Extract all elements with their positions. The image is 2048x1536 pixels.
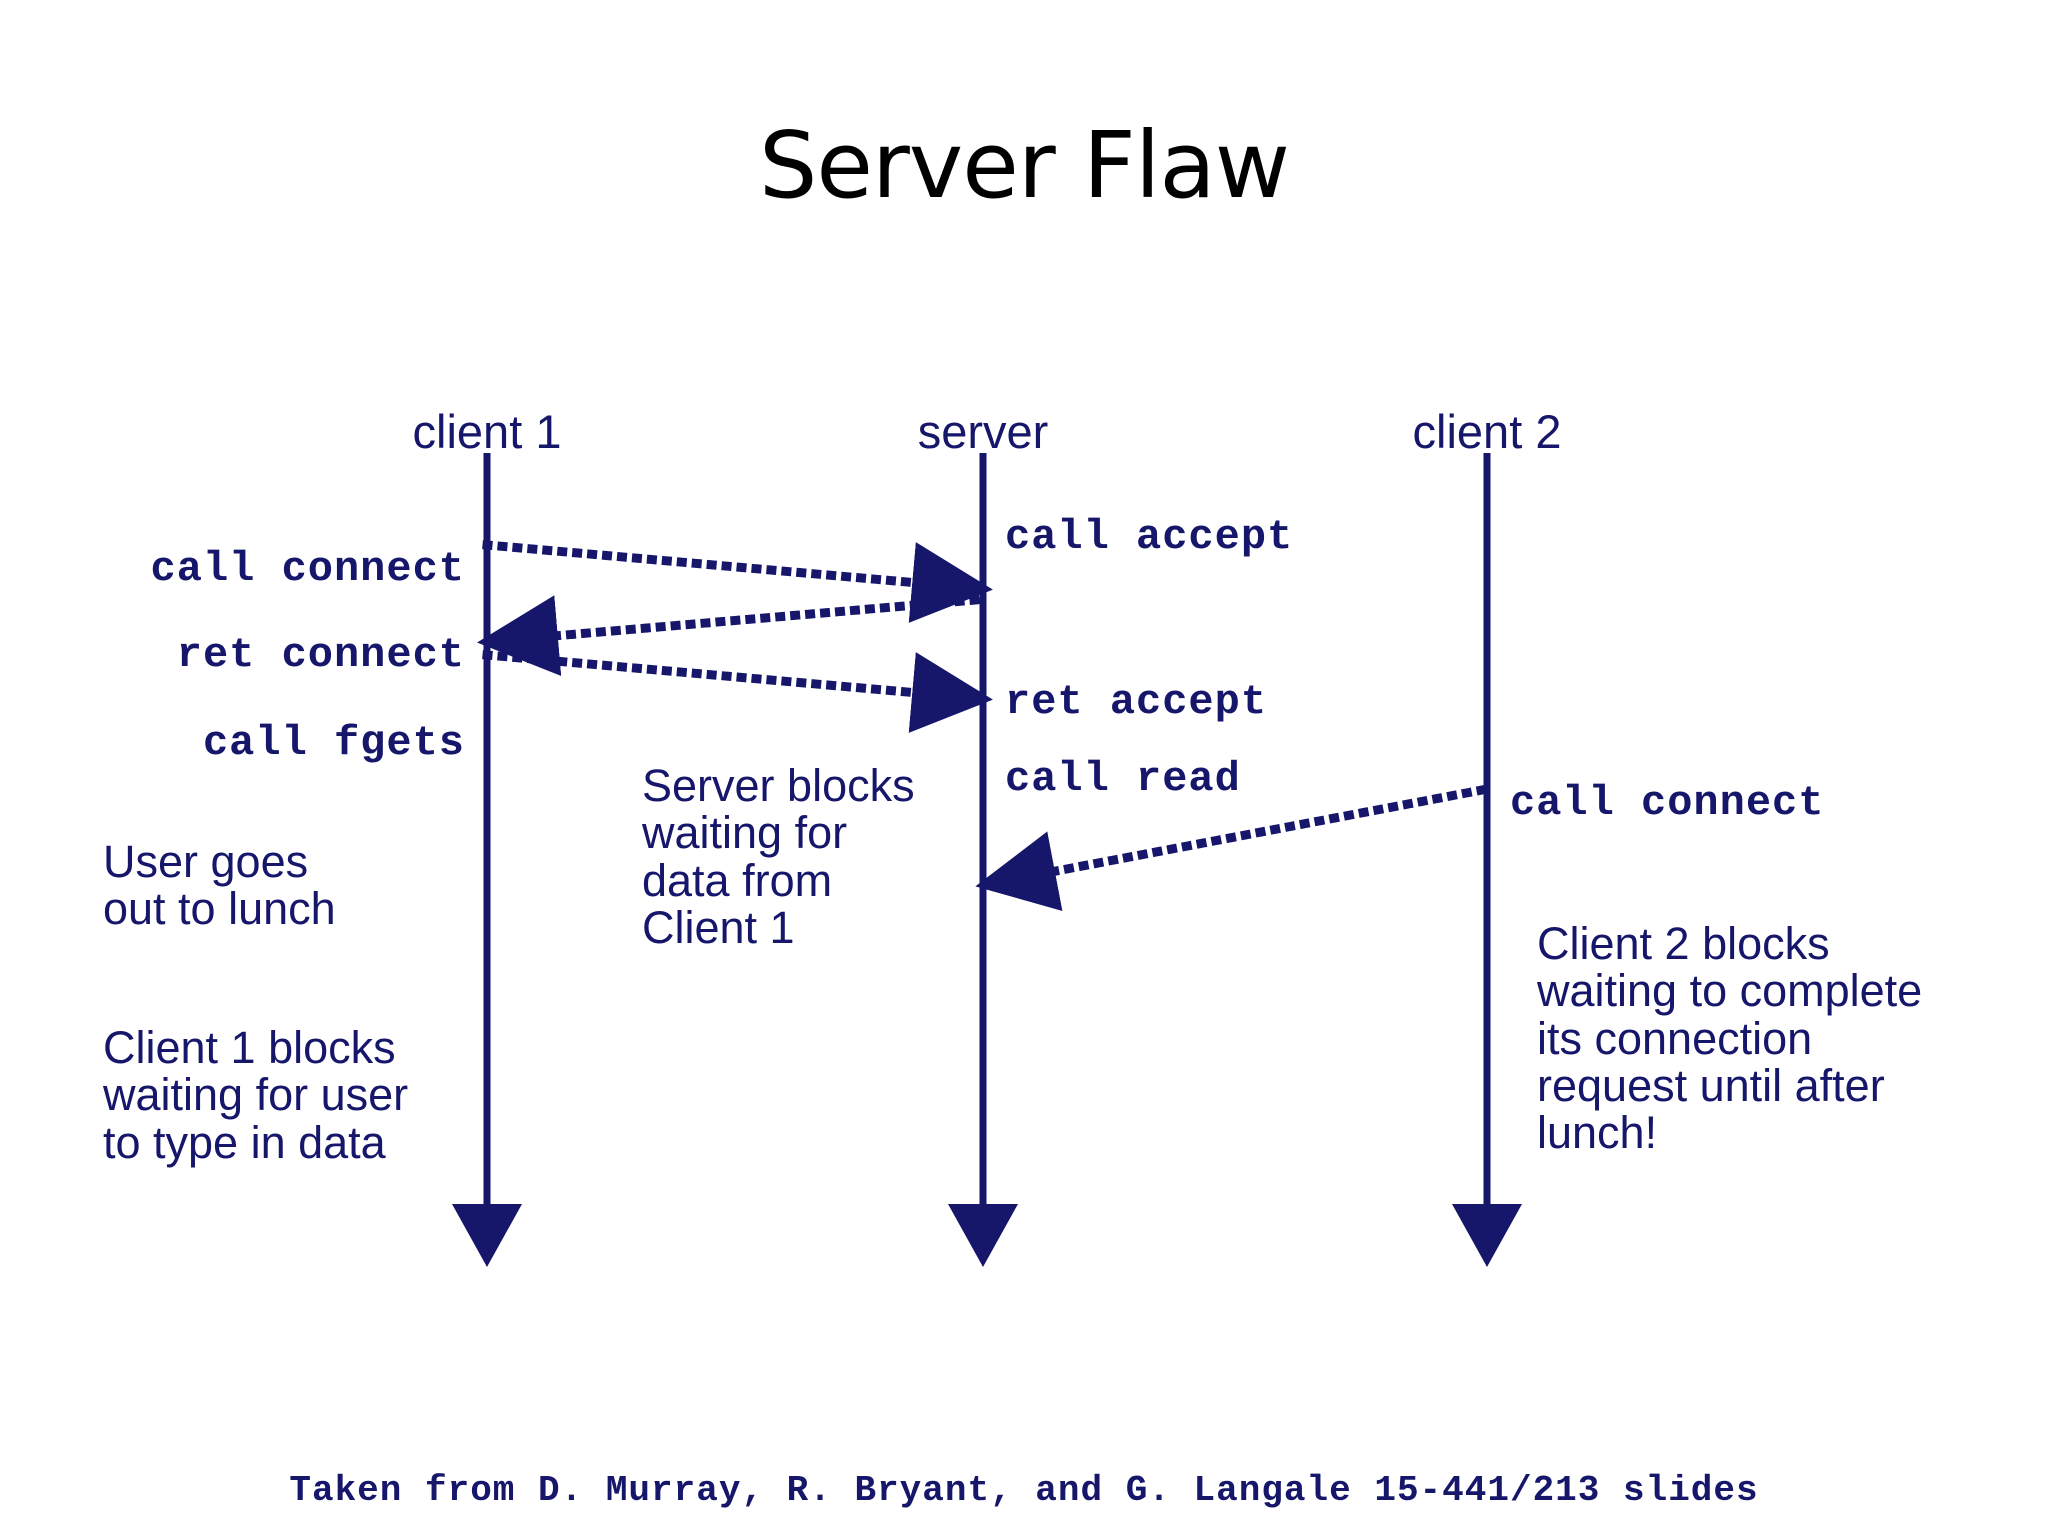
server-label-ret-accept: ret accept — [1005, 678, 1268, 726]
client2-blocks-note: Client 2 blocks waiting to complete its … — [1537, 918, 1923, 1158]
lifeline-layer — [452, 453, 1522, 1267]
client1-blocks-note: Client 1 blocks waiting for user to type… — [103, 1022, 409, 1168]
lifeline-header-client-1: client 1 — [412, 405, 562, 458]
message-connect-request — [482, 540, 993, 623]
server-label-call-read: call read — [1005, 755, 1241, 803]
client2-label-call-connect: call connect — [1510, 779, 1825, 827]
message-connect-ack — [477, 595, 980, 676]
message-connect-complete — [482, 650, 993, 733]
message-layer — [477, 540, 1488, 912]
server-label-call-accept: call accept — [1005, 513, 1294, 561]
message-client2-connect — [975, 784, 1488, 912]
page-title: Server Flaw — [758, 112, 1290, 219]
attribution-footer: Taken from D. Murray, R. Bryant, and G. … — [289, 1470, 1759, 1511]
server-blocks-note: Server blocks waiting for data from Clie… — [642, 760, 915, 953]
client1-label-call-connect: call connect — [150, 545, 465, 593]
lifeline-header-server: server — [917, 405, 1049, 458]
user-lunch-note: User goes out to lunch — [103, 836, 336, 935]
client1-label-ret-connect: ret connect — [176, 631, 465, 679]
client1-label-call-fgets: call fgets — [202, 719, 465, 767]
lifeline-header-client-2: client 2 — [1412, 405, 1562, 458]
